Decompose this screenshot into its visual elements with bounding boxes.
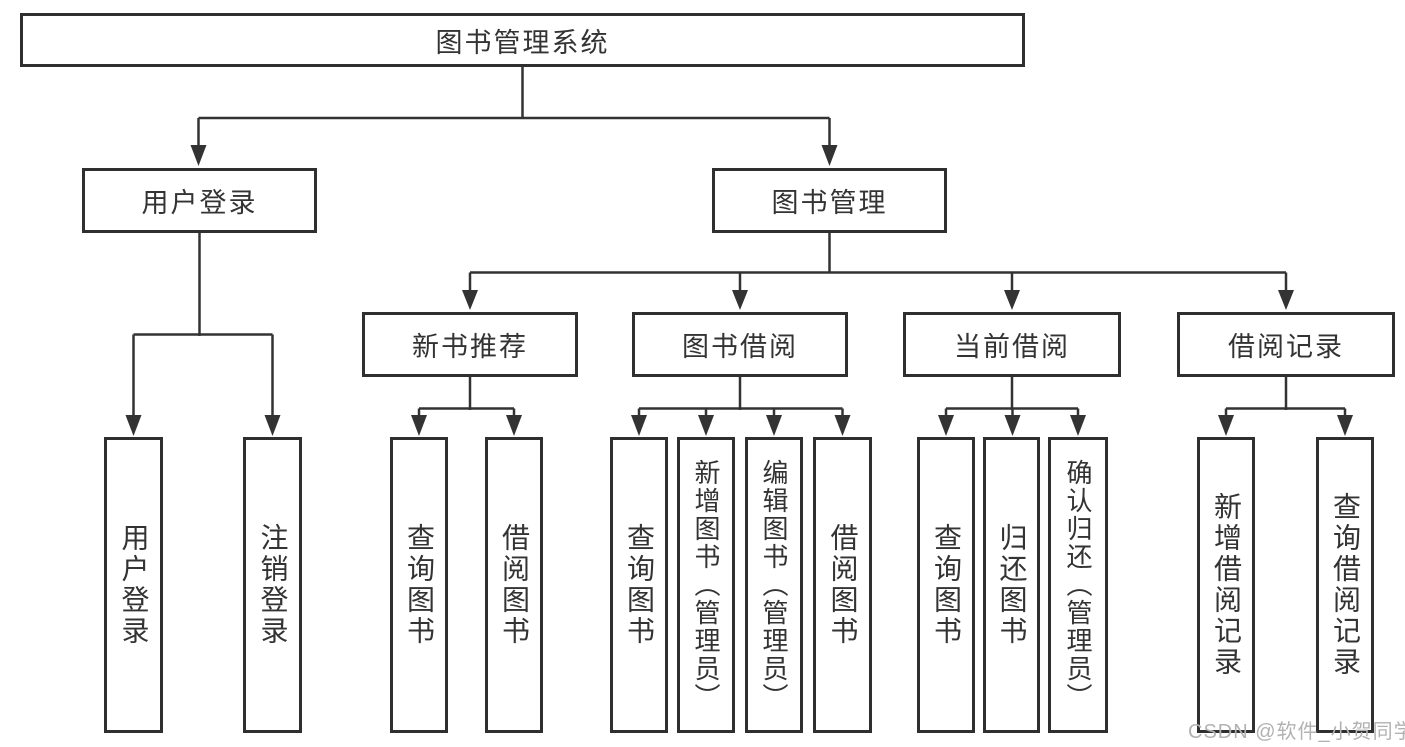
node-label: 当前借阅 — [954, 332, 1070, 362]
leaf-label: 编辑图书（管理员） — [759, 459, 789, 711]
leaf-add-borrow-record: 新增借阅记录 — [1197, 437, 1255, 733]
node-book-management: 图书管理 — [712, 168, 947, 233]
leaf-query-books-3: 查询图书 — [917, 437, 975, 733]
leaf-add-books-admin: 新增图书（管理员） — [677, 437, 735, 733]
leaf-query-books-2: 查询图书 — [610, 437, 668, 733]
node-library-system: 图书管理系统 — [20, 13, 1025, 67]
node-label: 图书借阅 — [682, 332, 798, 362]
leaf-label: 用户登录 — [118, 523, 150, 647]
node-label: 借阅记录 — [1228, 332, 1344, 362]
leaf-label: 确认归还（管理员） — [1063, 459, 1093, 711]
leaf-query-books-1: 查询图书 — [390, 437, 448, 733]
leaf-confirm-return-admin: 确认归还（管理员） — [1048, 437, 1108, 733]
leaf-query-borrow-record: 查询借阅记录 — [1316, 437, 1374, 733]
leaf-label: 归还图书 — [996, 523, 1028, 647]
leaf-label: 注销登录 — [257, 523, 289, 647]
leaf-label: 查询图书 — [624, 523, 655, 647]
node-label: 图书管理 — [771, 188, 888, 218]
csdn-watermark: CSDN @软件_小贺同学 — [1188, 721, 1405, 743]
node-label: 图书管理系统 — [435, 27, 610, 58]
leaf-borrow-books-2: 借阅图书 — [813, 437, 872, 733]
node-book-borrowing: 图书借阅 — [632, 312, 848, 377]
leaf-label: 新增借阅记录 — [1211, 492, 1242, 678]
node-label: 用户登录 — [141, 188, 258, 218]
node-new-book-recommend: 新书推荐 — [362, 312, 578, 377]
leaf-label: 查询图书 — [931, 523, 962, 647]
leaf-return-books: 归还图书 — [983, 437, 1040, 733]
leaf-label: 查询图书 — [404, 523, 435, 647]
leaf-label: 新增图书（管理员） — [691, 459, 721, 711]
leaf-label: 借阅图书 — [499, 523, 530, 647]
leaf-logout: 注销登录 — [243, 437, 302, 733]
leaf-user-login: 用户登录 — [104, 437, 163, 733]
leaf-borrow-books-1: 借阅图书 — [485, 437, 543, 733]
node-user-login: 用户登录 — [82, 168, 317, 233]
node-label: 新书推荐 — [412, 332, 528, 362]
node-borrowing-records: 借阅记录 — [1177, 312, 1395, 377]
node-current-borrowing: 当前借阅 — [903, 312, 1121, 377]
leaf-label: 查询借阅记录 — [1330, 492, 1361, 678]
arrow-down-icon — [125, 145, 1353, 436]
leaf-edit-books-admin: 编辑图书（管理员） — [745, 437, 803, 733]
leaf-label: 借阅图书 — [827, 523, 859, 647]
